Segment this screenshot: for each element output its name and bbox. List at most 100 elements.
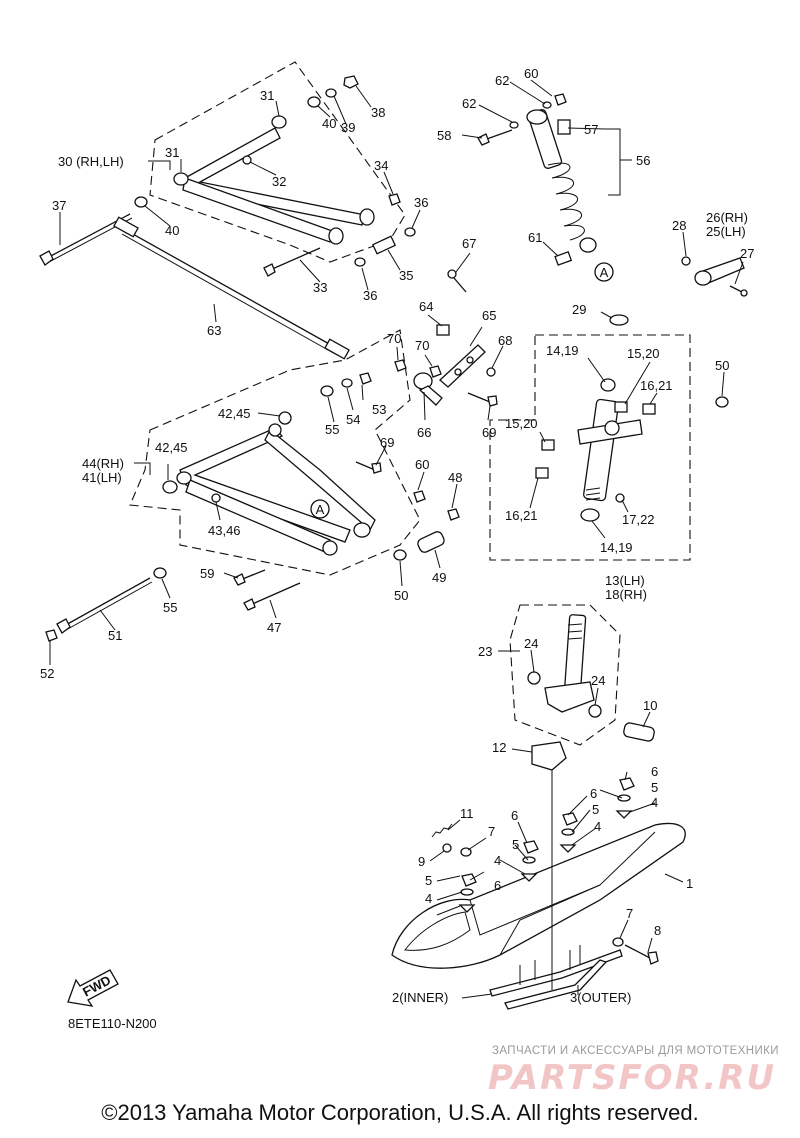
bolt-67 [447, 269, 467, 293]
washer-50-lower [393, 549, 407, 561]
label-63: 63 [207, 323, 221, 338]
label-38: 38 [371, 105, 385, 120]
bushing-14-19-upper [600, 378, 616, 392]
label-15-20-upper: 15,20 [627, 346, 660, 361]
label-32: 32 [272, 174, 286, 189]
label-51: 51 [108, 628, 122, 643]
nut-60-lower [413, 490, 426, 503]
label-70-b: 70 [415, 338, 429, 353]
label-61: 61 [528, 230, 542, 245]
washer-5-d [460, 888, 474, 896]
label-16-21-upper: 16,21 [640, 378, 673, 393]
bushing-16-21-upper [642, 403, 656, 415]
label-36-upper: 36 [414, 195, 428, 210]
ski-1 [391, 822, 686, 969]
label-49: 49 [432, 570, 446, 585]
bolt-9 [442, 843, 452, 853]
label-24-right: 24 [591, 673, 605, 688]
watermark-tagline: ЗАПЧАСТИ И АКСЕССУАРЫ ДЛЯ МОТОТЕХНИКИ [492, 1045, 779, 1057]
label-14-19-lower: 14,19 [600, 540, 633, 555]
bushing-15-20-lower [541, 439, 555, 451]
nut-52 [45, 629, 58, 642]
reference-circle-a-arm [310, 499, 330, 519]
washer-62-mid [509, 121, 519, 129]
label-55-upper: 55 [325, 422, 339, 437]
bushing-24-left [527, 671, 541, 685]
cap-29 [609, 314, 629, 326]
shock-absorber-56 [526, 109, 597, 253]
leader-lines [49, 79, 744, 999]
bushing-42-45-upper [278, 411, 292, 425]
label-41: 41(LH) [82, 470, 122, 485]
label-50-right: 50 [715, 358, 729, 373]
nut-6-d [461, 873, 477, 887]
copyright-notice: ©2013 Yamaha Motor Corporation, U.S.A. A… [101, 1100, 699, 1125]
label-44: 44(RH) [82, 456, 124, 471]
label-47: 47 [267, 620, 281, 635]
label-55-lower: 55 [163, 600, 177, 615]
relay-rod-65 [439, 344, 486, 388]
label-42-45-lower: 42,45 [155, 440, 188, 455]
label-29: 29 [572, 302, 586, 317]
washer-5-b [561, 828, 575, 836]
label-28: 28 [672, 218, 686, 233]
label-5-c: 5 [512, 837, 519, 852]
spring-pin-11 [431, 823, 453, 838]
label-16-21-lower: 16,21 [505, 508, 538, 523]
bolt-8 [624, 944, 659, 965]
diagram-code: 8ETE110-N200 [68, 1016, 157, 1031]
tie-rod-63 [113, 216, 350, 360]
label-53: 53 [372, 402, 386, 417]
label-64: 64 [419, 299, 433, 314]
collar-35 [371, 235, 397, 255]
parts-diagram: A A FWD 31 31 30 (RH,LH) 32 40 39 38 34 … [39, 61, 754, 1010]
label-11: 11 [460, 806, 474, 821]
label-69-upper: 69 [482, 425, 496, 440]
label-27: 27 [740, 246, 754, 261]
label-6-c: 6 [511, 808, 518, 823]
label-34: 34 [374, 158, 388, 173]
label-33: 33 [313, 280, 327, 295]
grease-nipple-43-46 [211, 493, 221, 503]
label-31-left: 31 [165, 145, 179, 160]
label-6-d: 6 [494, 878, 501, 893]
bumper-12 [531, 741, 567, 771]
label-5-a: 5 [651, 780, 658, 795]
label-10: 10 [643, 698, 657, 713]
label-24-left: 24 [524, 636, 538, 651]
nut-70-a [394, 359, 407, 372]
bushing-15-20-upper [614, 401, 628, 413]
label-9: 9 [418, 854, 425, 869]
label-1: 1 [686, 876, 693, 891]
group-outline-lower-arm [129, 329, 421, 576]
grease-nipple-32 [242, 155, 252, 165]
label-60-top: 60 [524, 66, 538, 81]
collar-61 [554, 251, 573, 266]
label-40-left: 40 [165, 223, 179, 238]
label-4-b: 4 [594, 819, 601, 834]
bolt-59 [233, 569, 266, 586]
label-25: 25(LH) [706, 224, 746, 239]
watermark-logo: PARTSFOR.RU [488, 1058, 777, 1098]
part-labels: 31 31 30 (RH,LH) 32 40 39 38 34 36 35 36… [40, 66, 754, 1005]
label-66: 66 [417, 425, 431, 440]
runner-3-outer [504, 959, 608, 1010]
label-30: 30 (RH,LH) [58, 154, 124, 169]
nut-6-b [562, 812, 578, 826]
label-43-46: 43,46 [208, 523, 241, 538]
label-4-a: 4 [651, 795, 658, 810]
reference-circle-a-shock [594, 262, 614, 282]
ski-bolt-studs [519, 945, 581, 985]
label-65: 65 [482, 308, 496, 323]
label-68: 68 [498, 333, 512, 348]
bushing-14-19-lower [580, 508, 600, 522]
collar-57 [557, 119, 571, 135]
washer-36-upper [404, 227, 416, 237]
label-57: 57 [584, 122, 598, 137]
label-12: 12 [492, 740, 506, 755]
grease-nipple-68 [486, 367, 496, 377]
reference-label-a-arm: A [316, 502, 325, 517]
label-4-c: 4 [494, 853, 501, 868]
label-17-22: 17,22 [622, 512, 655, 527]
runner-2-inner [489, 949, 623, 997]
